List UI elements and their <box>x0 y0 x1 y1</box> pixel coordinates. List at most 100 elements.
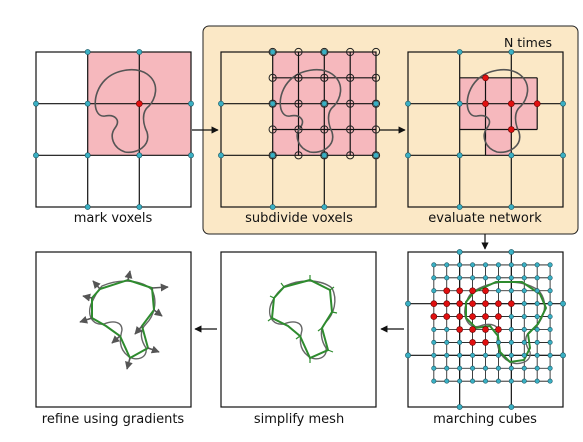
inside-point <box>443 300 451 307</box>
panel-evaluate-network <box>405 49 566 210</box>
grid-node <box>84 49 91 55</box>
grid-node <box>457 339 463 345</box>
inside-point <box>136 100 143 107</box>
grid-node <box>269 152 276 159</box>
grid-node <box>521 262 527 268</box>
subdivided-node <box>268 125 277 134</box>
inside-point <box>456 287 463 295</box>
subdivided-node <box>320 99 329 108</box>
grid-node <box>521 301 527 307</box>
grid-node <box>560 100 566 107</box>
grid-node <box>136 152 143 159</box>
grid-node <box>444 275 450 281</box>
grid-node <box>33 152 39 159</box>
grid-node <box>373 100 379 107</box>
grid-node <box>521 339 527 345</box>
grid-node <box>431 326 437 332</box>
grid-node <box>321 49 328 55</box>
grid-node <box>136 204 143 210</box>
grid-node <box>373 152 379 159</box>
inside-point <box>495 300 502 307</box>
contour-shape <box>279 68 342 154</box>
inside-point <box>430 313 438 320</box>
grid-node <box>508 249 515 255</box>
inside-point <box>456 300 463 307</box>
subdivided-node <box>371 99 381 108</box>
subdivided-node <box>320 151 329 160</box>
grid-node <box>431 352 437 358</box>
label-subdivide-voxels: subdivide voxels <box>245 211 353 226</box>
grid-node <box>482 262 488 268</box>
subdivided-node <box>346 73 355 82</box>
subdivided-node <box>371 73 381 82</box>
gradient-arrows <box>79 270 169 370</box>
grid-node <box>521 288 527 294</box>
grid-node <box>495 275 501 281</box>
grid-node <box>547 262 553 268</box>
grid-node <box>521 352 527 358</box>
inside-point <box>469 287 476 295</box>
grid-node <box>405 300 411 307</box>
inside-point <box>469 339 476 346</box>
grid-node <box>456 100 463 107</box>
grid-node <box>495 288 501 294</box>
grid-node <box>431 288 437 294</box>
subdivided-node <box>346 47 355 57</box>
inside-point <box>469 313 476 320</box>
subdivided-node <box>346 125 355 134</box>
inside-point <box>507 126 515 133</box>
panel-refine-using-gradients <box>35 251 192 408</box>
grid-node <box>431 262 437 268</box>
mesh-outline <box>465 281 548 364</box>
grid-node <box>495 352 501 358</box>
inside-point <box>443 287 451 295</box>
label-simplify-mesh: simplify mesh <box>253 412 345 427</box>
grid-node <box>84 152 91 159</box>
subdivided-node <box>346 99 355 108</box>
subdivided-node <box>294 125 303 134</box>
label-refine-using-gradients: refine using gradients <box>41 412 185 427</box>
grid-node <box>456 49 463 55</box>
inside-point <box>533 100 541 107</box>
inside-point <box>507 100 515 107</box>
grid-node <box>547 365 553 371</box>
inside-point <box>482 300 489 307</box>
contour-shape <box>94 68 157 154</box>
grid-node <box>218 152 224 159</box>
grid-node <box>521 326 527 332</box>
grid-node <box>470 275 476 281</box>
label-mark-voxels: mark voxels <box>73 211 153 226</box>
mesh-outline <box>91 278 156 360</box>
label-marching-cubes: marching cubes <box>433 412 537 427</box>
grid-node <box>188 152 194 159</box>
grid-node <box>508 314 514 320</box>
grid-node <box>457 365 463 371</box>
grid-node <box>482 352 488 358</box>
inside-point <box>469 300 476 307</box>
inside-point <box>495 326 502 333</box>
subdivided-node <box>294 99 303 108</box>
grid-node <box>444 365 450 371</box>
label-evaluate-network: evaluate network <box>428 211 542 226</box>
grid-node <box>136 49 143 55</box>
grid-node <box>321 100 328 107</box>
grid-node <box>547 326 553 332</box>
grid-node <box>405 152 411 159</box>
grid-node <box>269 204 276 210</box>
grid-node <box>547 301 553 307</box>
grid-node <box>269 100 276 107</box>
grid-node <box>534 339 540 345</box>
grid-node <box>547 352 553 358</box>
grid-node <box>508 352 514 358</box>
grid-node <box>547 288 553 294</box>
subdivided-node <box>294 47 303 57</box>
grid-node <box>547 339 553 345</box>
grid-node <box>521 275 527 281</box>
mesh-outline <box>270 278 334 360</box>
grid-node <box>457 378 463 384</box>
inside-point <box>508 300 515 307</box>
grid-node <box>444 352 450 358</box>
grid-node <box>547 378 553 384</box>
inside-point <box>482 339 489 346</box>
